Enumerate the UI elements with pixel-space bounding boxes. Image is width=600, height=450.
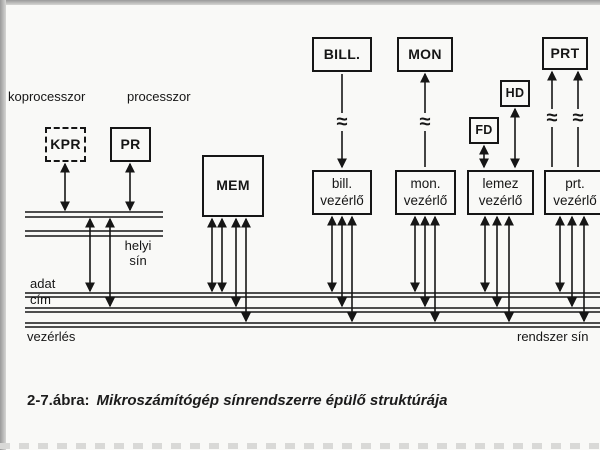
box-monitor-controller: mon. vezérlő xyxy=(395,170,456,215)
label-system-bus: rendszer sín xyxy=(517,329,589,344)
system-bus-lines xyxy=(25,292,600,328)
label-address-bus: cím xyxy=(30,292,51,307)
cable-break-icon: ≈ xyxy=(571,107,585,129)
scan-edge-left xyxy=(0,0,6,450)
scan-edge-top xyxy=(0,0,600,5)
module-bus-arrows xyxy=(207,215,589,323)
label-coprocessor: koprocesszor xyxy=(8,89,86,104)
scan-artifact-perforation xyxy=(0,443,600,449)
label-local-bus: helyi sín xyxy=(124,238,152,268)
box-coprocessor: KPR xyxy=(45,127,86,162)
box-processor: PR xyxy=(110,127,151,162)
box-disk-controller: lemez vezérlő xyxy=(467,170,534,215)
figure-number: 2-7.ábra: xyxy=(27,392,90,409)
box-printer: PRT xyxy=(542,37,588,70)
box-memory: MEM xyxy=(202,155,264,217)
cable-break-icon: ≈ xyxy=(418,111,432,133)
cable-break-icon: ≈ xyxy=(545,107,559,129)
figure-title: Mikroszámítógép sínrendszerre épülő stru… xyxy=(96,392,448,409)
box-hard-disk: HD xyxy=(500,80,530,107)
box-floppy-disk: FD xyxy=(469,117,499,144)
cable-break-icon: ≈ xyxy=(335,111,349,133)
figure-caption: 2-7.ábra: Mikroszámítógép sínrendszerre é… xyxy=(27,392,447,409)
box-keyboard: BILL. xyxy=(312,37,372,72)
local-bus-lines xyxy=(25,211,163,237)
label-data-bus: adat xyxy=(30,276,56,291)
box-printer-controller: prt. vezérlő xyxy=(544,170,600,215)
label-control-bus: vezérlés xyxy=(27,329,76,344)
box-keyboard-controller: bill. vezérlő xyxy=(312,170,372,215)
box-monitor: MON xyxy=(397,37,453,72)
label-processor: processzor xyxy=(127,89,191,104)
